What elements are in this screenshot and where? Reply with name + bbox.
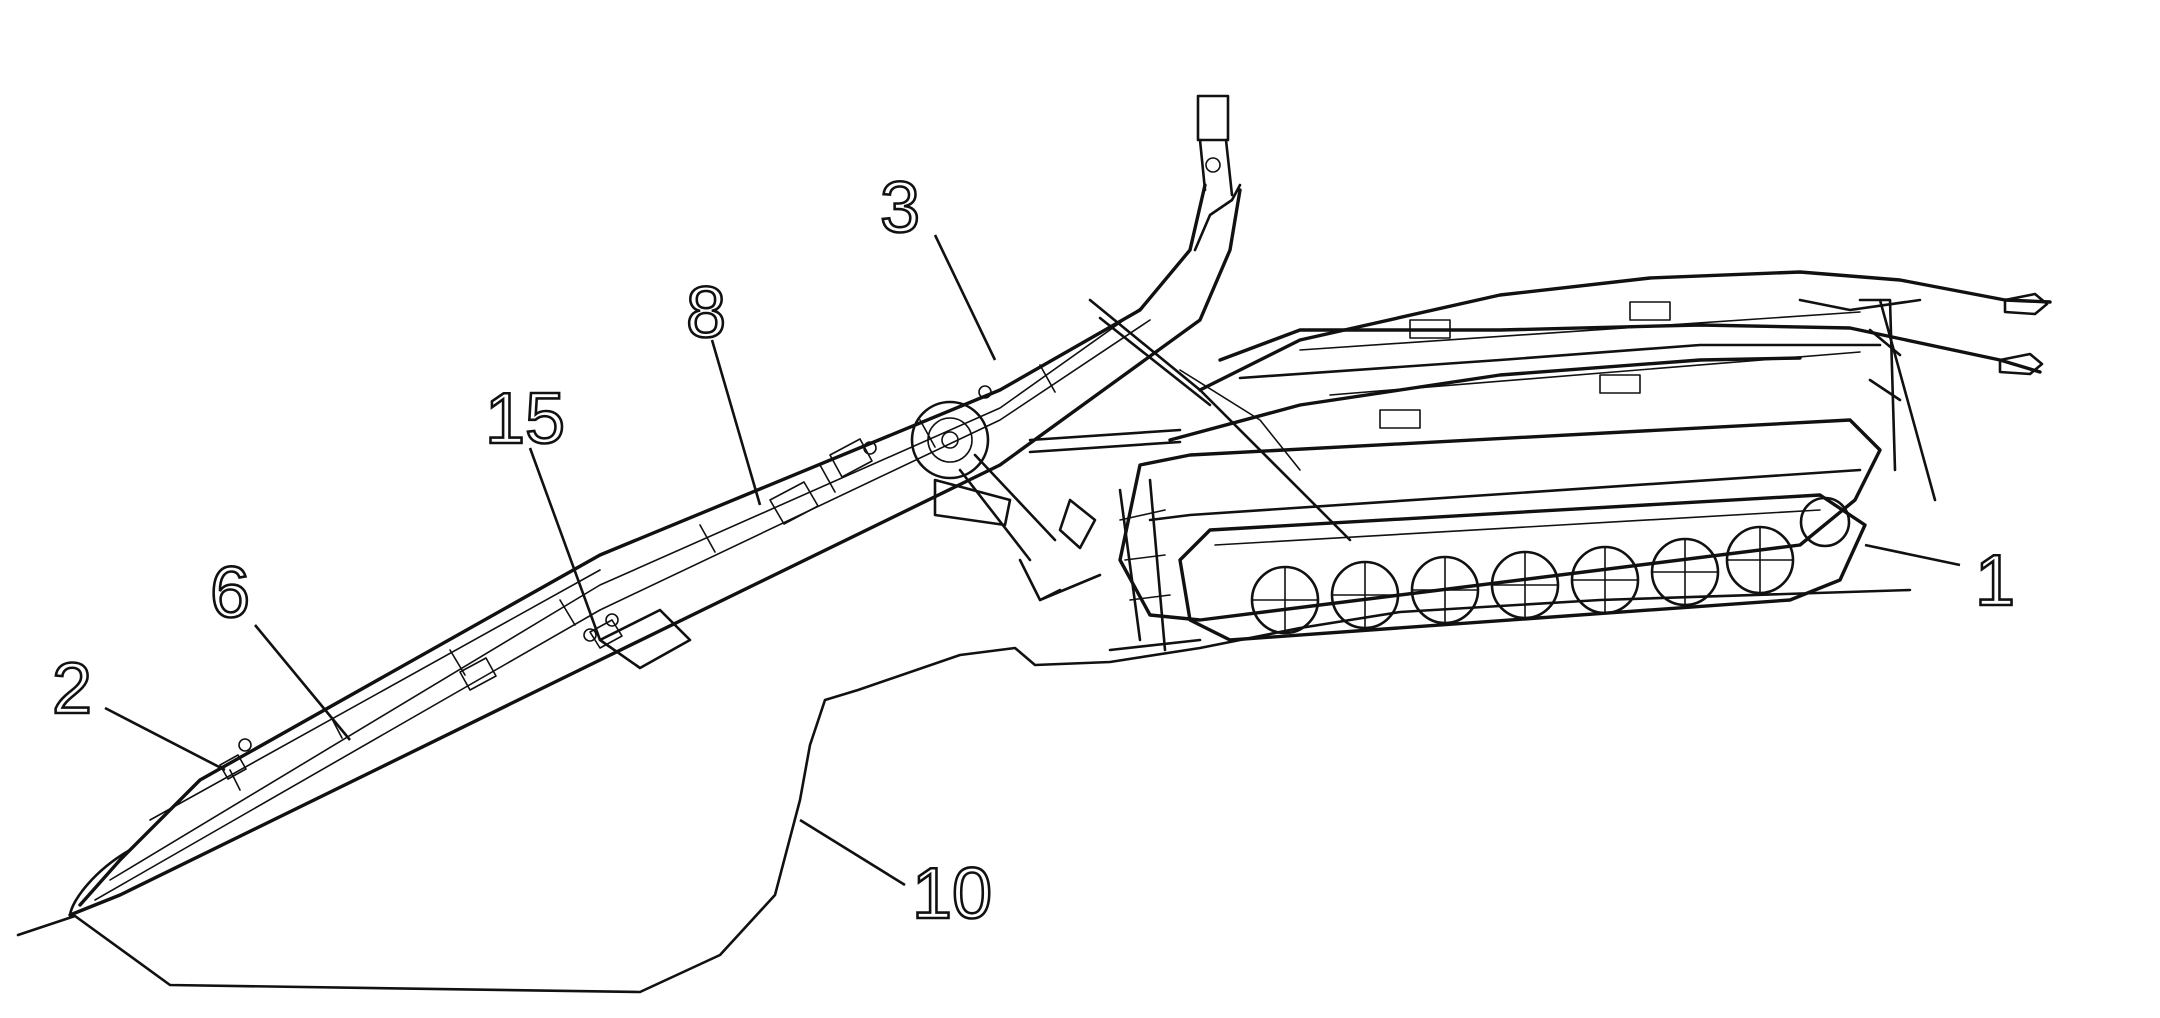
leader-line-1 bbox=[1865, 545, 1960, 565]
label-8: 8 bbox=[686, 273, 726, 353]
leader-line-10 bbox=[800, 820, 905, 885]
label-15: 15 bbox=[485, 379, 565, 459]
label-2: 2 bbox=[52, 649, 92, 729]
label-3: 3 bbox=[880, 168, 920, 248]
label-10: 10 bbox=[912, 854, 992, 934]
label-6: 6 bbox=[210, 553, 250, 633]
leader-line-8 bbox=[712, 340, 760, 505]
reference-labels: 1 2 3 6 8 10 15 bbox=[52, 168, 2015, 934]
road-wheels bbox=[1252, 498, 1849, 633]
carrier-vehicle bbox=[1110, 272, 2050, 650]
leader-line-3 bbox=[935, 235, 995, 360]
bridge-span bbox=[70, 96, 1240, 915]
label-1: 1 bbox=[1975, 541, 2015, 621]
leader-line-15 bbox=[530, 448, 600, 640]
leader-line-2 bbox=[105, 708, 225, 770]
